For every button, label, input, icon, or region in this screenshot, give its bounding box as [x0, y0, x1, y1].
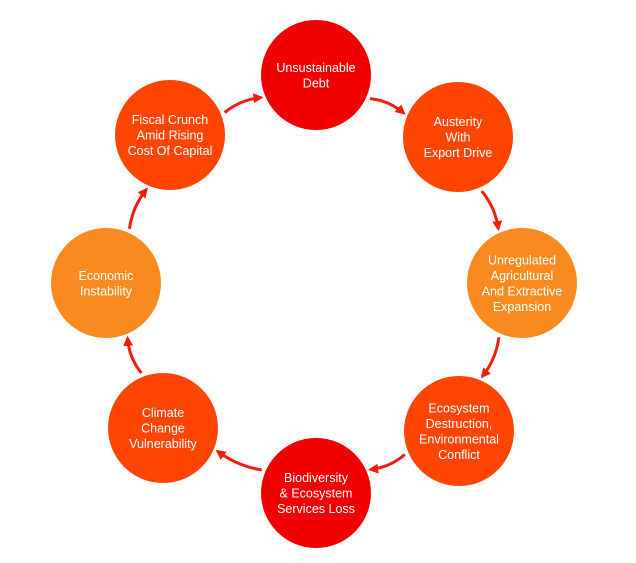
node-label-line: Unsustainable	[276, 61, 355, 75]
node-label-line: Unregulated	[488, 253, 556, 267]
arrow-fiscal-crunch-to-unsustainable-debt	[223, 93, 264, 114]
node-circle	[51, 228, 161, 338]
node-circle	[261, 20, 371, 130]
node-label-line: Fiscal Crunch	[132, 113, 208, 127]
arrow-climate-vulnerability-to-economic-instability	[123, 335, 143, 375]
node-label-line: Expansion	[493, 300, 551, 314]
node-label-line: Vulnerability	[129, 437, 197, 451]
node-circle	[403, 82, 513, 192]
node-circle	[404, 376, 514, 486]
node-label-line: Destruction,	[426, 417, 493, 431]
arrow-austerity-export-drive-to-unregulated-expansion	[480, 190, 503, 231]
arrow-unsustainable-debt-to-austerity-export-drive	[369, 97, 406, 115]
node-label-line: Debt	[303, 76, 330, 90]
node-circle	[467, 228, 577, 338]
node-label-line: Instability	[80, 284, 133, 298]
node-label-line: Conflict	[438, 448, 480, 462]
arrows-layer	[123, 93, 503, 474]
node-label-line: Environmental	[419, 432, 499, 446]
node-label-line: And Extractive	[482, 284, 563, 298]
node-label-line: Agricultural	[491, 269, 554, 283]
node-label-line: Economic	[79, 269, 134, 283]
arrow-economic-instability-to-fiscal-crunch	[127, 187, 148, 230]
node-label-line: Amid Rising	[137, 129, 204, 143]
node-label-line: Climate	[142, 406, 184, 420]
arrow-biodiversity-loss-to-climate-vulnerability	[215, 449, 262, 472]
node-label-line: Services Loss	[277, 502, 355, 516]
node-label-line: Ecosystem	[428, 401, 489, 415]
node-label-line: Biodiversity	[284, 471, 349, 485]
arrow-ecosystem-destruction-to-biodiversity-loss	[368, 453, 406, 474]
node-label-line: Cost Of Capital	[128, 144, 213, 158]
node-circle	[261, 438, 371, 548]
node-label-line: Austerity	[434, 115, 483, 129]
node-circle	[115, 80, 225, 190]
node-ecosystem-destruction: EcosystemDestruction,EnvironmentalConfli…	[404, 376, 514, 486]
node-label-line: Export Drive	[424, 146, 493, 160]
node-label-line: With	[446, 131, 471, 145]
node-label-line: Change	[141, 422, 185, 436]
node-label-line: & Ecosystem	[280, 487, 353, 501]
arrow-unregulated-expansion-to-ecosystem-destruction	[480, 337, 501, 379]
node-circle	[108, 373, 218, 483]
